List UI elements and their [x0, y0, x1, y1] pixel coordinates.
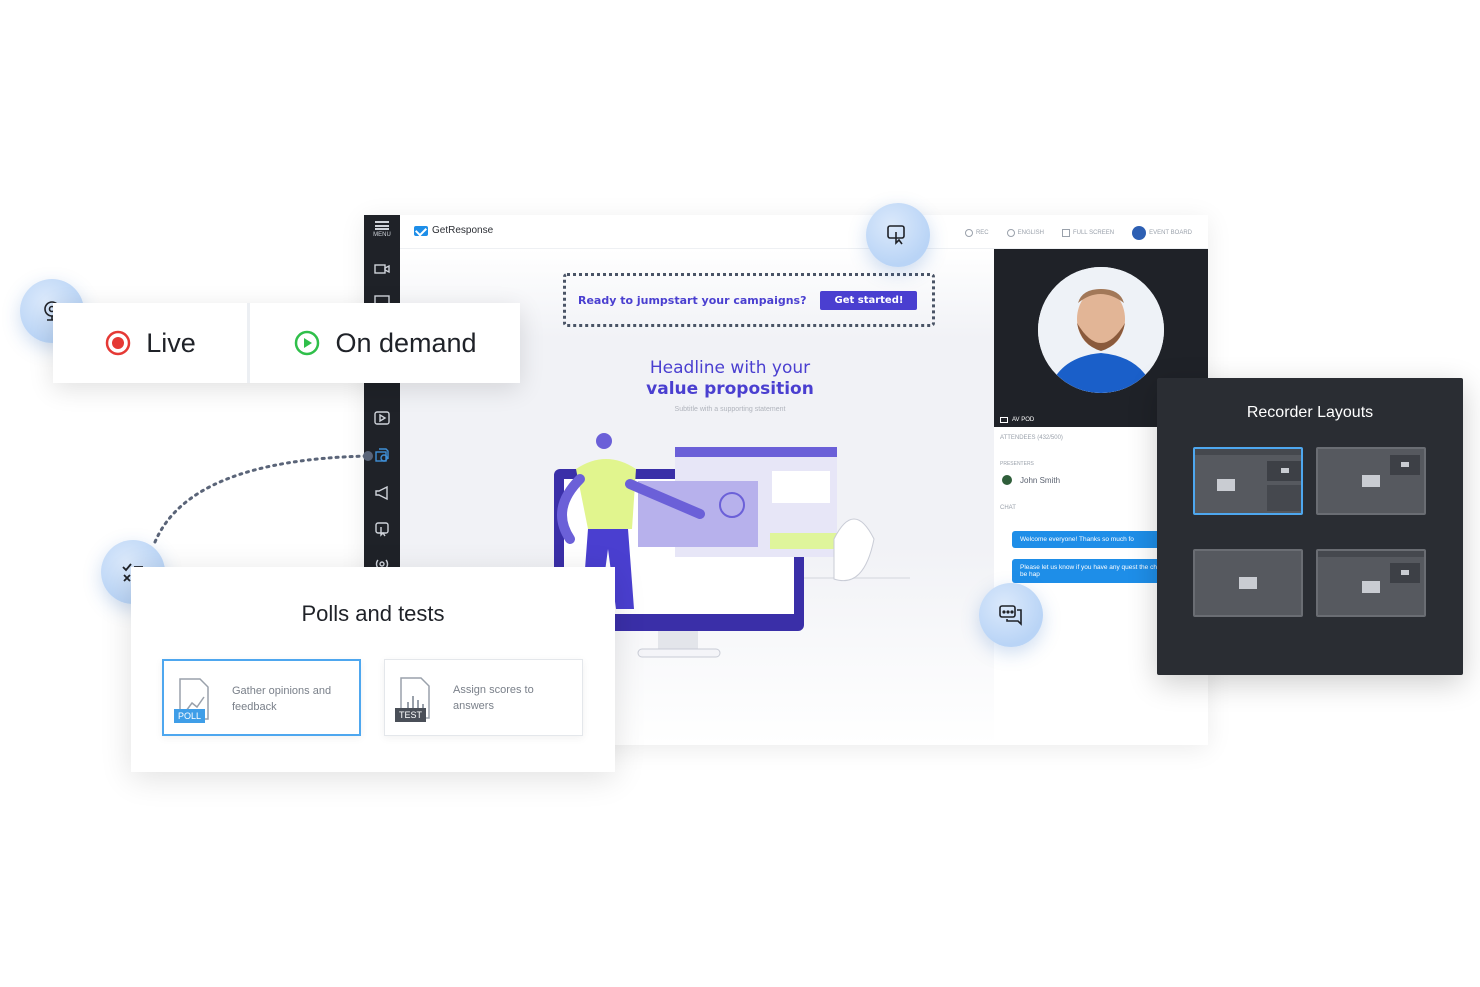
live-label: Live: [146, 327, 196, 358]
video-icon: [1401, 462, 1409, 467]
event-board-button[interactable]: EVENT BOARD: [1132, 226, 1192, 240]
recorder-layouts-card: Recorder Layouts: [1157, 378, 1463, 675]
test-description: Assign scores to answers: [453, 684, 534, 712]
cta-text: Ready to jumpstart your campaigns?: [578, 293, 807, 307]
call-to-action-banner: Ready to jumpstart your campaigns? Get s…: [563, 273, 935, 327]
event-mode-card: Live On demand: [53, 303, 520, 383]
presenter-illustration: [530, 433, 910, 658]
get-started-button[interactable]: Get started!: [820, 290, 918, 310]
camera-icon: [1000, 417, 1008, 423]
test-tag: TEST: [395, 708, 427, 722]
brand-logo: GetResponse: [414, 225, 493, 236]
video-camera-icon[interactable]: [373, 260, 391, 278]
language-select[interactable]: ENGLISH: [1006, 229, 1044, 237]
polls-tests-icon[interactable]: [373, 446, 391, 464]
live-record-icon: [104, 329, 132, 357]
chat-bubbles-icon: [998, 602, 1024, 628]
presenter-photo: [1038, 267, 1164, 393]
connector-line: [153, 451, 373, 544]
top-toolbar: REC ENGLISH FULL SCREEN EVENT BOARD: [964, 226, 1192, 240]
layout-camera-tile: [1267, 461, 1301, 481]
layout-option-4[interactable]: [1316, 549, 1426, 617]
av-pod-bar: AV POD: [994, 413, 1208, 427]
recorder-title: Recorder Layouts: [1246, 404, 1374, 421]
layout-option-3[interactable]: [1193, 549, 1303, 617]
layout-header-strip: [1195, 449, 1301, 455]
top-bar: GetResponse REC ENGLISH FULL SCREEN EVEN…: [400, 215, 1208, 249]
fullscreen-icon: [1061, 229, 1070, 237]
event-board-label: EVENT BOARD: [1149, 230, 1192, 236]
presenter-entry[interactable]: John Smith: [1002, 475, 1060, 485]
presenter-name: John Smith: [1020, 475, 1061, 485]
attendees-count[interactable]: ATTENDEES (432/500): [1000, 435, 1063, 441]
video-icon: [1281, 468, 1289, 473]
video-icon: [1401, 570, 1409, 575]
on-demand-label: On demand: [335, 327, 477, 358]
live-option[interactable]: Live: [53, 303, 250, 383]
layout-option-1[interactable]: [1193, 447, 1303, 515]
test-option[interactable]: TEST Assign scores to answers: [384, 659, 583, 736]
touch-badge: [866, 203, 930, 267]
megaphone-icon[interactable]: [373, 484, 391, 502]
layout-chat-tile: [1267, 485, 1301, 511]
layout-camera-tile: [1390, 563, 1420, 583]
presentation-icon: [1362, 475, 1380, 487]
presentation-icon: [1239, 577, 1257, 589]
page-headline: Headline with your value proposition: [600, 358, 860, 400]
envelope-icon: [414, 225, 428, 236]
menu-label: MENU: [373, 232, 391, 238]
menu-button[interactable]: MENU: [364, 221, 400, 249]
rec-toggle[interactable]: REC: [964, 229, 989, 237]
poll-tag: POLL: [174, 709, 206, 723]
headline-line-1: Headline with your: [649, 358, 811, 378]
layout-camera-tile: [1390, 455, 1420, 475]
polls-title: Polls and tests: [301, 601, 445, 626]
presenters-label: PRESENTERS: [1000, 461, 1034, 467]
language-label: ENGLISH: [1017, 230, 1044, 236]
page-subtitle: Subtitle with a supporting statement: [674, 406, 786, 413]
presenter-avatar: [1002, 475, 1012, 485]
record-icon: [964, 229, 973, 237]
presentation-icon: [1217, 479, 1235, 491]
layout-header-strip: [1318, 551, 1424, 557]
chat-badge: [979, 583, 1043, 647]
layout-option-2[interactable]: [1316, 447, 1426, 515]
rec-label: REC: [975, 230, 989, 236]
on-demand-option[interactable]: On demand: [250, 303, 520, 383]
hand-pointer-icon: [885, 222, 911, 248]
globe-icon: [1006, 229, 1015, 237]
poll-option[interactable]: POLL Gather opinions and feedback: [162, 659, 361, 736]
headline-line-2: value proposition: [646, 379, 814, 399]
poll-description: Gather opinions and feedback: [232, 685, 332, 713]
play-video-icon[interactable]: [373, 409, 391, 427]
fullscreen-button[interactable]: FULL SCREEN: [1061, 229, 1115, 237]
presentation-icon: [1362, 581, 1380, 593]
chat-label[interactable]: CHAT: [1000, 505, 1016, 511]
fullscreen-label: FULL SCREEN: [1072, 230, 1115, 236]
av-pod-label: AV POD: [1012, 417, 1035, 423]
play-circle-icon: [293, 329, 321, 357]
polls-tests-card: Polls and tests POLL Gather opinions and…: [131, 567, 615, 772]
hamburger-icon: [375, 221, 389, 230]
brand-name: GetResponse: [432, 225, 494, 236]
avatar: [1132, 226, 1147, 240]
call-to-action-icon[interactable]: [373, 520, 391, 538]
